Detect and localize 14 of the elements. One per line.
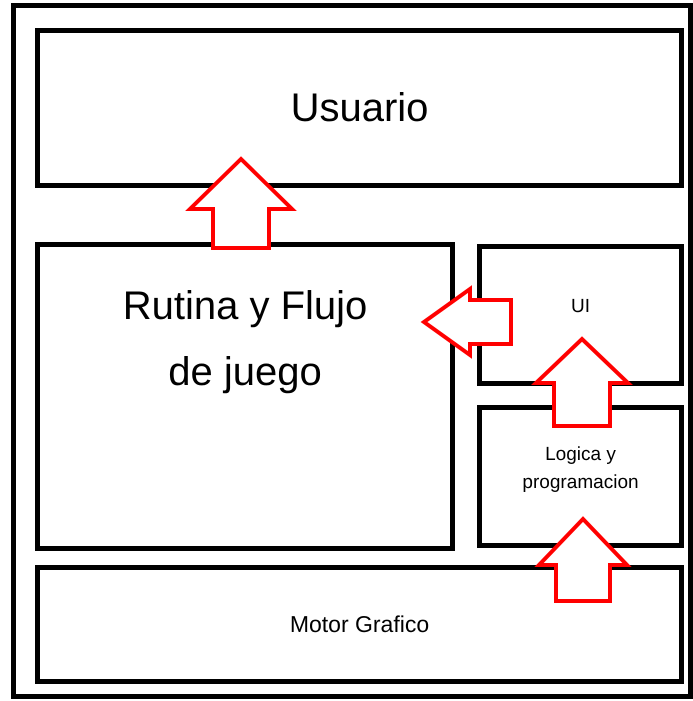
box-label: Logica y programacion xyxy=(521,442,640,494)
box-label: Motor Grafico xyxy=(288,610,430,639)
block-arrow xyxy=(531,336,633,428)
block-arrow xyxy=(534,516,632,603)
process-box xyxy=(35,565,684,684)
process-box xyxy=(477,405,684,548)
box-label: Rutina y Flujo de juego xyxy=(122,283,368,396)
block-arrow xyxy=(185,156,297,250)
box-label: UI xyxy=(570,295,591,320)
process-box xyxy=(35,242,455,551)
frame-box xyxy=(11,3,693,699)
process-box xyxy=(35,28,684,188)
box-label: Usuario xyxy=(290,85,430,132)
block-arrow xyxy=(420,285,513,359)
